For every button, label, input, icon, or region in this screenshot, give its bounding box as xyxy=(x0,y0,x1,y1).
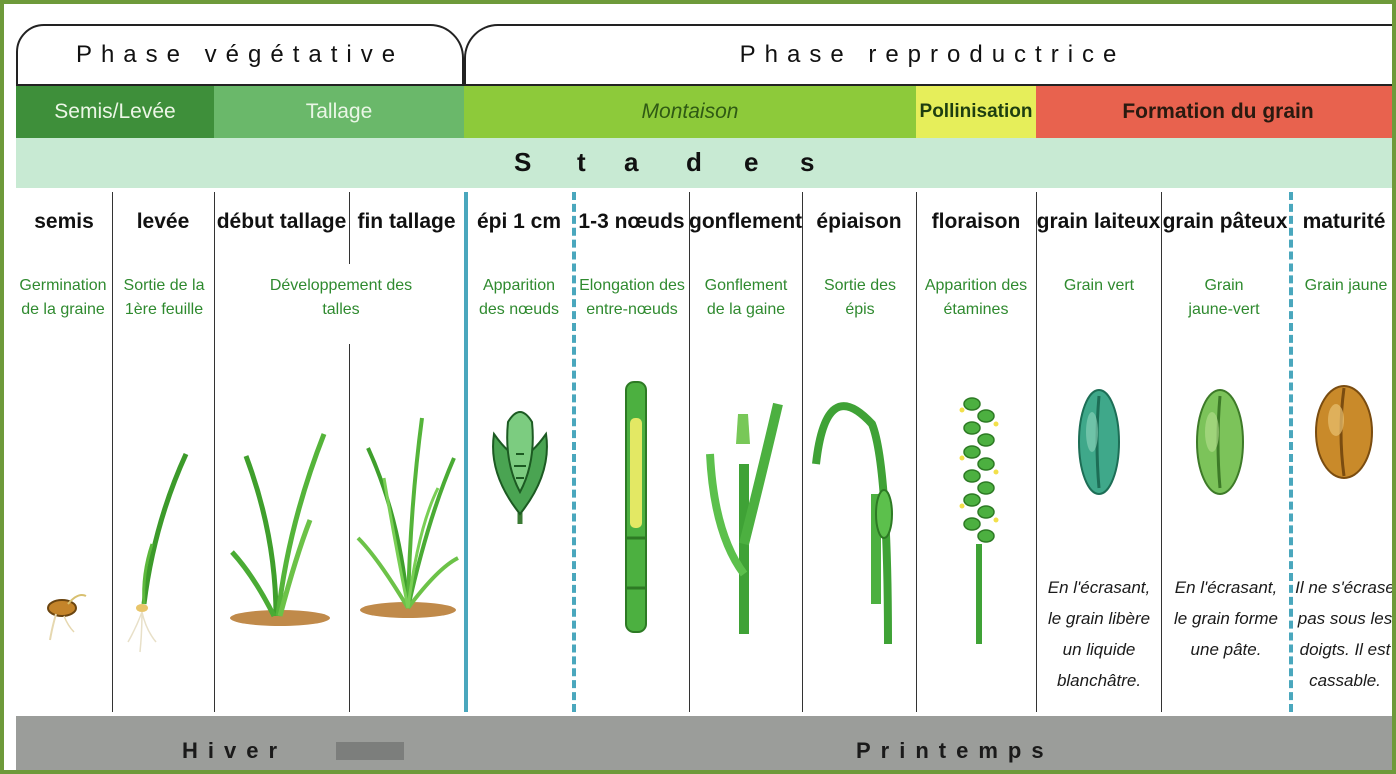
band-semis-levee: Semis/Levée xyxy=(16,86,214,138)
stage-desc-grain-laiteux: Grain vert xyxy=(1044,274,1154,298)
flowering-ear-icon xyxy=(954,384,1004,654)
stage-note-grain-laiteux: En l'écrasant, le grain libère un liquid… xyxy=(1044,572,1154,696)
milky-grain-icon xyxy=(1074,382,1124,502)
doughy-grain-icon xyxy=(1192,382,1248,502)
band-montaison: Montaison xyxy=(464,86,916,138)
phase-vegetative-label: Phase végétative xyxy=(76,41,404,69)
column-divider xyxy=(214,192,215,712)
column-divider xyxy=(916,192,917,712)
stage-desc-1-3-noeuds: Elongation des entre-nœuds xyxy=(576,274,688,322)
stage-desc-semis: Germination de la graine xyxy=(14,274,112,322)
season-winter-marker xyxy=(336,742,404,760)
band-formation-label: Formation du grain xyxy=(1122,100,1313,124)
stades-letter: S xyxy=(514,147,531,178)
tillered-plant-icon xyxy=(356,404,460,624)
stage-note-maturite: Il ne s'écrase pas sous les doigts. Il e… xyxy=(1290,572,1396,696)
band-tallage-label: Tallage xyxy=(306,100,373,124)
band-formation-du-grain: Formation du grain xyxy=(1036,86,1396,138)
column-divider-dashed xyxy=(572,192,576,712)
column-divider xyxy=(1161,192,1162,712)
heading-icon xyxy=(810,384,910,644)
band-tallage: Tallage xyxy=(214,86,464,138)
season-winter-label: Hiver xyxy=(182,738,287,764)
stage-name-fin-tallage: fin tallage xyxy=(349,210,464,234)
stage-name-grain-laiteux: grain laiteux xyxy=(1036,210,1161,234)
band-pollinisation: Pollinisation xyxy=(916,86,1036,138)
young-plant-icon xyxy=(220,424,346,634)
season-spring-label: Printemps xyxy=(856,738,1054,764)
stage-name-floraison: floraison xyxy=(916,210,1036,234)
column-divider-blue xyxy=(464,192,468,712)
stage-name-epi-1cm: épi 1 cm xyxy=(466,210,572,234)
seedling-icon xyxy=(114,444,214,674)
band-semis-levee-label: Semis/Levée xyxy=(54,100,175,124)
stage-desc-tallage: Développement des talles xyxy=(266,274,416,322)
stades-letter: a xyxy=(624,147,638,178)
stades-letter: e xyxy=(744,147,758,178)
ripe-grain-icon xyxy=(1310,380,1378,484)
stem-node-icon xyxy=(616,378,656,638)
column-divider xyxy=(349,344,350,712)
stage-name-gonflement: gonflement xyxy=(689,210,802,234)
stage-desc-epi-1cm: Apparition des nœuds xyxy=(468,274,570,322)
stage-desc-floraison: Apparition des étamines xyxy=(920,274,1032,322)
stage-name-epiaison: épiaison xyxy=(802,210,916,234)
stades-letter: t xyxy=(577,147,586,178)
column-divider xyxy=(1036,192,1037,712)
stage-desc-gonflement: Gonflement de la gaine xyxy=(694,274,798,322)
stage-desc-maturite: Grain jaune xyxy=(1296,274,1396,298)
stage-name-levee: levée xyxy=(112,210,214,234)
seed-icon xyxy=(16,564,112,654)
phase-reproductive-label: Phase reproductrice xyxy=(740,41,1126,69)
stage-desc-levee: Sortie de la 1ère feuille xyxy=(114,274,214,322)
phase-reproductive-header: Phase reproductrice xyxy=(464,24,1396,86)
stage-name-1-3-noeuds: 1-3 nœuds xyxy=(574,210,689,234)
swelling-sheath-icon xyxy=(704,394,788,644)
stage-name-maturite: maturité xyxy=(1292,210,1396,234)
ear-1cm-icon xyxy=(484,404,558,534)
stage-name-semis: semis xyxy=(16,210,112,234)
stage-name-debut-tallage: début tallage xyxy=(214,210,349,234)
stades-strip xyxy=(16,138,1396,188)
stage-desc-grain-pateux: Grain jaune-vert xyxy=(1184,274,1264,322)
stades-letter: d xyxy=(686,147,702,178)
phase-vegetative-header: Phase végétative xyxy=(16,24,464,86)
band-pollinisation-label: Pollinisation xyxy=(920,101,1033,123)
stage-desc-epiaison: Sortie des épis xyxy=(812,274,908,322)
stage-note-grain-pateux: En l'écrasant, le grain forme une pâte. xyxy=(1168,572,1284,665)
band-montaison-label: Montaison xyxy=(642,100,739,124)
column-divider xyxy=(689,192,690,712)
column-divider xyxy=(112,192,113,712)
stage-name-grain-pateux: grain pâteux xyxy=(1161,210,1289,234)
column-divider xyxy=(802,192,803,712)
stades-letter: s xyxy=(800,147,814,178)
